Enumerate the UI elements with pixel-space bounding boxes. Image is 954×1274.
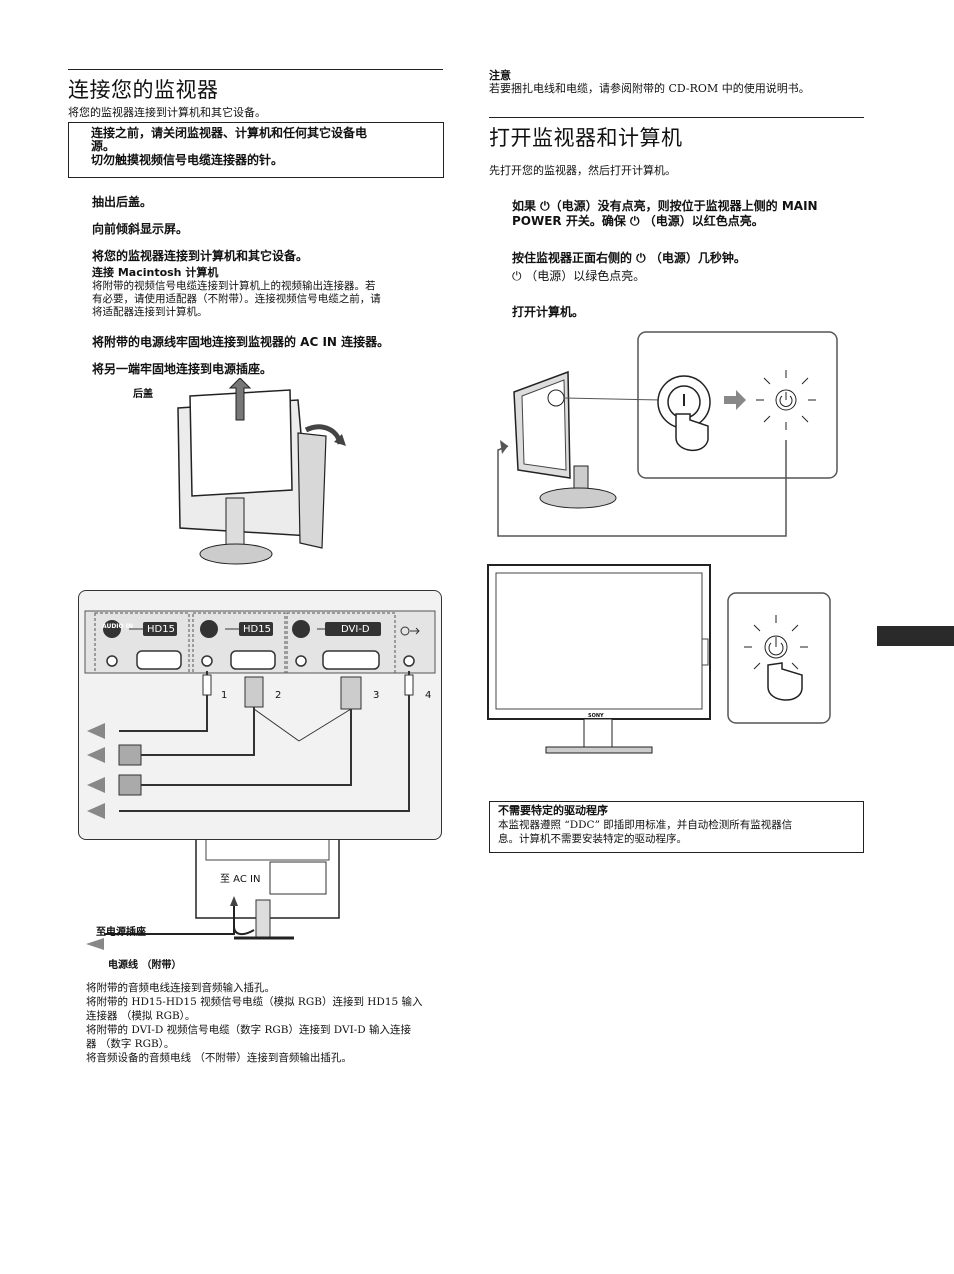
mac-line: 有必要，请使用适配器（不附带）。连接视频信号电缆之前，请 — [92, 293, 381, 305]
power-cord-label: 电源线 （附带） — [108, 960, 182, 971]
section-rule-left — [68, 69, 443, 70]
section-title-connect: 连接您的监视器 — [68, 78, 219, 102]
step-press-power: 按住监视器正面右侧的 ⏻ （电源）几秒钟。 — [512, 251, 746, 265]
note-text: 若要捆扎电线和电缆，请参阅附带的 CD-ROM 中的使用说明书。 — [489, 82, 810, 95]
ac-in-illustration — [86, 840, 340, 950]
power-green-text: ⏻ （电源）以绿色点亮。 — [512, 269, 646, 283]
step-line: 如果 ⏻（电源）没有点亮，则按位于监视器上侧的 MAIN — [512, 199, 818, 213]
warning-box: 连接之前，请关闭监视器、计算机和任何其它设备电 源。 切勿触摸视频信号电缆连接器… — [68, 122, 444, 178]
port-label-hd15: HD15 — [147, 624, 175, 635]
step-connect-devices: 将您的监视器连接到计算机和其它设备。 — [92, 249, 309, 263]
legend-line: 将附带的 HD15-HD15 视频信号电缆（模拟 RGB）连接到 HD15 输入 — [86, 996, 423, 1008]
outlet-label: 至电源插座 — [96, 927, 146, 938]
brand-logo: SONY — [588, 713, 604, 719]
step-tilt-screen: 向前倾斜显示屏。 — [92, 222, 189, 236]
rear-cover-illustration — [177, 378, 346, 565]
front-power-illustration — [487, 564, 831, 754]
port-label-dvid: DVI-D — [341, 624, 370, 635]
cable-number: 2 — [275, 690, 282, 701]
driver-note-heading: 不需要特定的驱动程序 — [498, 804, 608, 817]
step-line: POWER 开关。确保 ⏻ （电源）以红色点亮。 — [512, 214, 764, 228]
legend-line: 将附带的 DVI-D 视频信号电缆（数字 RGB）连接到 DVI-D 输入连接 — [86, 1024, 412, 1036]
ac-in-label: 至 AC IN — [220, 874, 261, 885]
main-power-illustration — [497, 331, 838, 537]
legend-line: 器 （数字 RGB）。 — [86, 1038, 175, 1050]
cable-legend: 将附带的音频电线连接到音频输入插孔。 将附带的 HD15-HD15 视频信号电缆… — [86, 981, 446, 1065]
mac-line: 将附带的视频信号电缆连接到计算机上的视频输出连接器。若 — [92, 280, 376, 292]
step-remove-cover: 抽出后盖。 — [92, 195, 153, 209]
mac-instructions: 将附带的视频信号电缆连接到计算机上的视频输出连接器。若 有必要，请使用适配器（不… — [92, 280, 444, 319]
language-tab — [877, 626, 954, 646]
step-turn-on-computer: 打开计算机。 — [512, 305, 585, 319]
mac-heading: 连接 Macintosh 计算机 — [92, 266, 219, 279]
step-connect-ac: 将附带的电源线牢固地连接到监视器的 AC IN 连接器。 — [92, 335, 390, 349]
cable-number: 1 — [221, 690, 228, 701]
legend-line: 将附带的音频电线连接到音频输入插孔。 — [86, 982, 275, 994]
section-title-power-on: 打开监视器和计算机 — [489, 126, 683, 150]
mac-line: 将适配器连接到计算机。 — [92, 306, 208, 318]
connection-diagram: AUDIO IN HD15 HD15 DVI-D 1 2 3 4 — [78, 590, 442, 840]
intro-text: 先打开您的监视器，然后打开计算机。 — [489, 164, 676, 177]
step-main-power: 如果 ⏻（电源）没有点亮，则按位于监视器上侧的 MAIN POWER 开关。确保… — [512, 199, 864, 229]
port-label-hd15: HD15 — [243, 624, 271, 635]
warning-line: 连接之前，请关闭监视器、计算机和任何其它设备电 — [91, 126, 368, 140]
driver-note-line: 本监视器遵照 “DDC” 即插即用标准，并自动检测所有监视器信 — [498, 819, 793, 831]
driver-note-box: 不需要特定的驱动程序 本监视器遵照 “DDC” 即插即用标准，并自动检测所有监视… — [489, 801, 864, 853]
cable-number: 3 — [373, 690, 380, 701]
warning-line: 源。 — [91, 139, 116, 153]
legend-line: 连接器 （模拟 RGB）。 — [86, 1010, 196, 1022]
intro-text: 将您的监视器连接到计算机和其它设备。 — [68, 106, 266, 119]
warning-line: 切勿触摸视频信号电缆连接器的针。 — [91, 153, 284, 167]
section-rule-right — [489, 117, 864, 118]
step-connect-outlet: 将另一端牢固地连接到电源插座。 — [92, 362, 273, 376]
rear-cover-label: 后盖 — [133, 389, 153, 400]
port-label-audio: AUDIO IN — [102, 623, 133, 630]
driver-note-line: 息。计算机不需要安装特定的驱动程序。 — [498, 833, 687, 845]
legend-line: 将音频设备的音频电线 （不附带）连接到音频输出插孔。 — [86, 1052, 352, 1064]
cable-number: 4 — [425, 690, 432, 701]
note-heading: 注意 — [489, 69, 511, 82]
